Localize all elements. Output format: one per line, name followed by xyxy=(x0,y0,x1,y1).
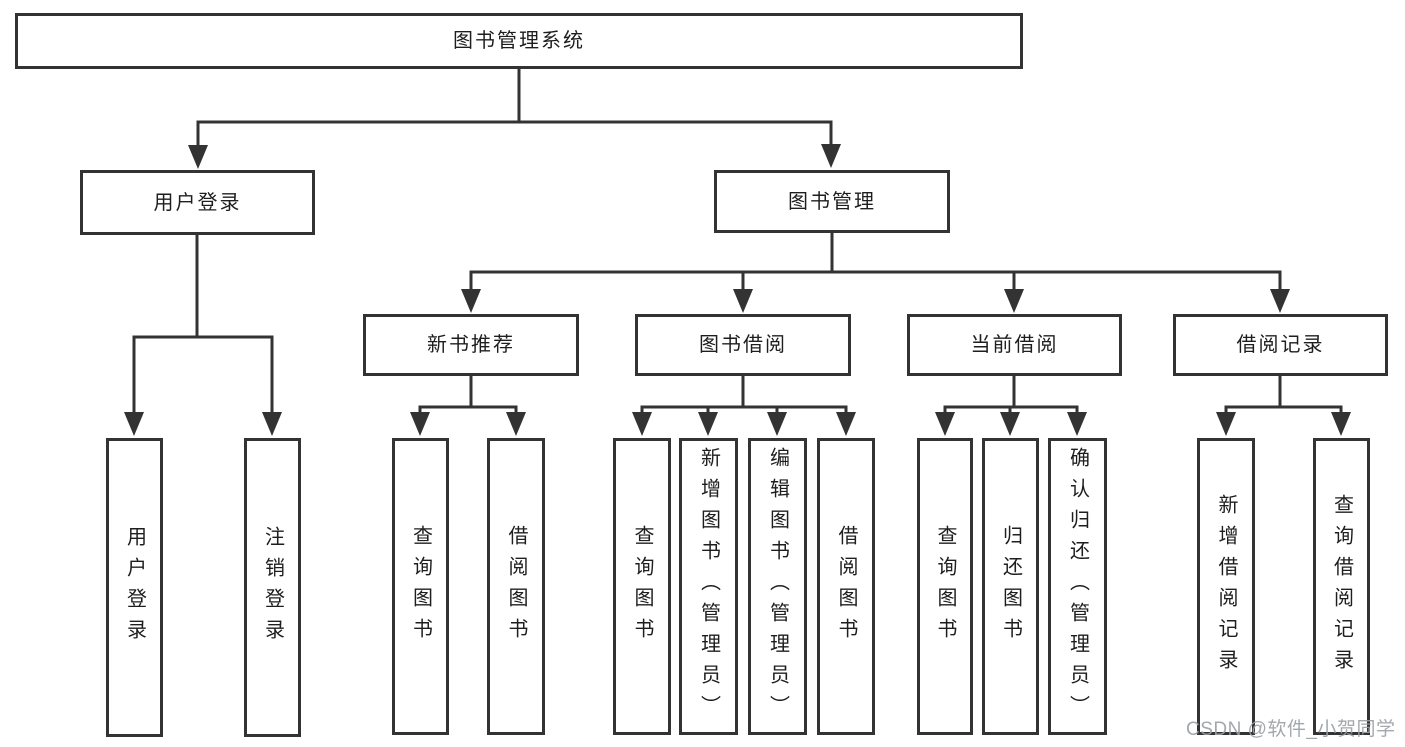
arrow-down-icon xyxy=(821,144,841,168)
leaf-query-borrow-record-label: 查询借阅记录 xyxy=(1330,493,1353,680)
node-user-login: 用户登录 xyxy=(80,170,315,235)
arrow-down-icon xyxy=(410,412,430,436)
csdn-watermark: CSDN @软件_小贺同学 xyxy=(1186,719,1396,740)
leaf-borrow-book-borrow-label: 借阅图书 xyxy=(835,524,857,649)
leaf-add-book-admin-label: 新增图书（管理员） xyxy=(697,447,720,726)
leaf-query-book-borrow-label: 查询图书 xyxy=(631,524,653,649)
node-new-book-recommend-label: 新书推荐 xyxy=(427,334,515,356)
leaf-query-borrow-record: 查询借阅记录 xyxy=(1313,438,1370,735)
arrow-down-icon xyxy=(1270,289,1290,313)
leaf-query-book-current: 查询图书 xyxy=(917,438,973,735)
leaf-query-book-current-label: 查询图书 xyxy=(934,524,956,649)
arrow-down-icon xyxy=(1000,412,1020,436)
node-root-label: 图书管理系统 xyxy=(453,30,585,52)
leaf-user-login-label: 用户登录 xyxy=(123,525,146,650)
arrow-down-icon xyxy=(1004,289,1024,313)
arrow-down-icon xyxy=(188,145,208,169)
leaf-borrow-book-recommend-label: 借阅图书 xyxy=(505,524,527,649)
leaf-query-book-borrow: 查询图书 xyxy=(613,438,671,735)
connector-root-to-level2 xyxy=(188,67,841,169)
node-book-management-label: 图书管理 xyxy=(788,190,876,213)
arrow-down-icon xyxy=(506,412,526,436)
arrow-down-icon xyxy=(698,412,718,436)
leaf-add-borrow-record: 新增借阅记录 xyxy=(1197,438,1255,735)
arrow-down-icon xyxy=(124,412,144,436)
connector-current-borrow-children xyxy=(935,374,1087,436)
arrow-down-icon xyxy=(262,412,282,436)
leaf-return-book: 归还图书 xyxy=(982,438,1039,735)
leaf-logout-label: 注销登录 xyxy=(261,525,284,650)
leaf-return-book-label: 归还图书 xyxy=(999,524,1022,649)
arrow-down-icon xyxy=(632,412,652,436)
leaf-add-borrow-record-label: 新增借阅记录 xyxy=(1215,493,1237,680)
arrow-down-icon xyxy=(461,289,481,313)
node-user-login-label: 用户登录 xyxy=(153,191,242,214)
node-current-borrow: 当前借阅 xyxy=(907,314,1122,376)
leaf-borrow-book-borrow: 借阅图书 xyxy=(817,438,875,735)
arrow-down-icon xyxy=(836,412,856,436)
leaf-query-book-recommend-label: 查询图书 xyxy=(409,524,432,649)
node-current-borrow-label: 当前借阅 xyxy=(970,334,1059,356)
leaf-add-book-admin: 新增图书（管理员） xyxy=(679,438,738,735)
leaf-confirm-return-admin: 确认归还（管理员） xyxy=(1048,438,1107,735)
arrow-down-icon xyxy=(767,412,787,436)
node-book-borrow: 图书借阅 xyxy=(635,314,851,376)
leaf-logout: 注销登录 xyxy=(244,438,301,737)
leaf-query-book-recommend: 查询图书 xyxy=(392,438,449,735)
connector-user-login-children xyxy=(124,233,282,436)
node-book-borrow-label: 图书借阅 xyxy=(699,334,787,356)
node-book-management: 图书管理 xyxy=(714,170,950,233)
leaf-user-login: 用户登录 xyxy=(106,438,163,737)
node-borrow-records-label: 借阅记录 xyxy=(1236,334,1325,356)
node-new-book-recommend: 新书推荐 xyxy=(363,314,579,376)
connector-book-management-children xyxy=(461,231,1290,313)
leaf-edit-book-admin: 编辑图书（管理员） xyxy=(748,438,807,735)
connector-new-book-recommend-children xyxy=(410,374,526,436)
leaf-edit-book-admin-label: 编辑图书（管理员） xyxy=(766,447,789,726)
arrow-down-icon xyxy=(1331,412,1351,436)
arrow-down-icon xyxy=(1067,412,1087,436)
node-root: 图书管理系统 xyxy=(15,13,1023,69)
arrow-down-icon xyxy=(1216,412,1236,436)
arrow-down-icon xyxy=(733,289,753,313)
leaf-borrow-book-recommend: 借阅图书 xyxy=(487,438,545,735)
connector-book-borrow-children xyxy=(632,374,856,436)
leaf-confirm-return-admin-label: 确认归还（管理员） xyxy=(1066,447,1089,726)
node-borrow-records: 借阅记录 xyxy=(1173,314,1388,376)
connector-borrow-records-children xyxy=(1216,374,1351,436)
arrow-down-icon xyxy=(935,412,955,436)
